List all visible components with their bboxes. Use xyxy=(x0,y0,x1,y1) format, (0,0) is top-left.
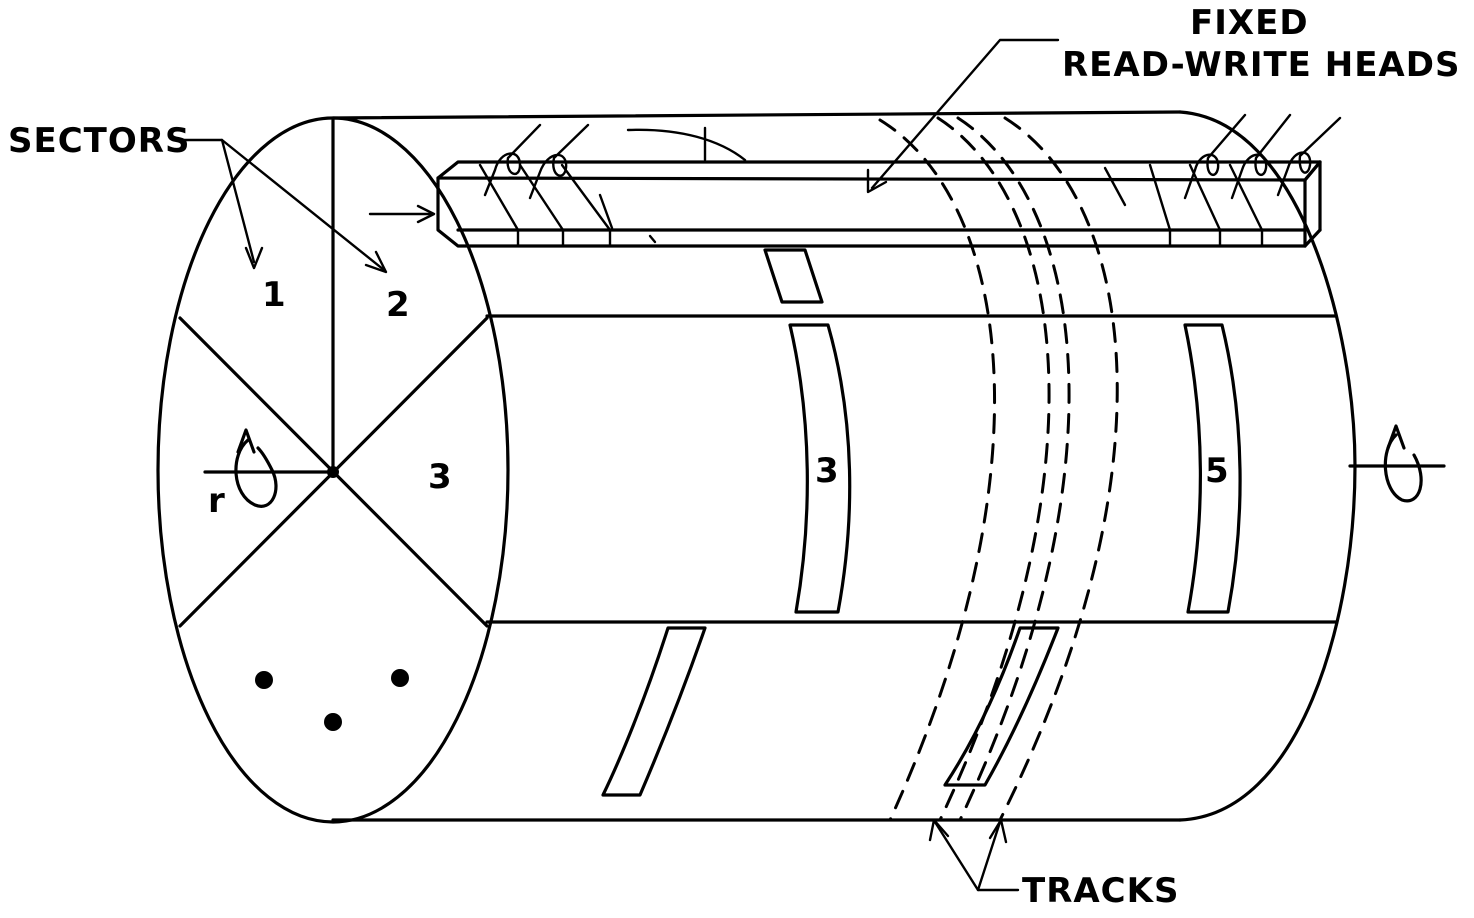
head-bar-end xyxy=(1303,160,1322,182)
surface-sector-blocks xyxy=(601,248,1242,797)
sector-block-3 xyxy=(788,323,852,614)
sectors-leader-2 xyxy=(220,138,386,272)
label-sectors: SECTORS xyxy=(8,121,190,161)
heads-leader xyxy=(870,38,1060,190)
sector-block-5 xyxy=(1183,323,1242,614)
label-read-write-heads: READ-WRITE HEADS xyxy=(1062,45,1460,85)
label-tracks: TRACKS xyxy=(1022,871,1179,911)
head-wire-5 xyxy=(1276,116,1342,197)
right-axle-group xyxy=(1348,424,1446,503)
head-seg-3 xyxy=(560,163,612,248)
left-rotation-arrow xyxy=(234,438,278,508)
right-rotation-arrowhead xyxy=(1386,424,1406,450)
track-arc-1 xyxy=(878,118,997,822)
tracks-arrowhead-1 xyxy=(928,818,950,842)
sectors-arrowhead-1 xyxy=(244,246,264,270)
left-rotation-arrowhead xyxy=(236,428,256,454)
face-sector-3: 3 xyxy=(428,457,452,497)
front-face-ellipse xyxy=(156,116,510,824)
head-seg-8 xyxy=(1228,163,1264,248)
sector-block-lower-right xyxy=(943,626,1060,787)
leader-lines xyxy=(176,38,1060,892)
drum-front-face xyxy=(156,116,510,824)
head-wire-4 xyxy=(1230,113,1292,200)
sector-block-top xyxy=(763,248,824,304)
label-r: r xyxy=(208,481,225,521)
head-bar-front xyxy=(436,176,1307,248)
head-seg-tick xyxy=(648,234,657,244)
head-seg-4 xyxy=(598,193,614,230)
head-bar-end-bottom xyxy=(1303,228,1322,248)
cylinder-top-edge xyxy=(331,110,1182,120)
tracks-arrowhead-2 xyxy=(988,818,1008,844)
tracks-leader-2 xyxy=(976,820,1002,892)
track-arc-2 xyxy=(936,116,1051,822)
surface-sector-5: 5 xyxy=(1205,451,1229,491)
tracks-leader-1 xyxy=(933,820,1020,892)
head-seg-1 xyxy=(478,163,520,248)
surface-sector-3: 3 xyxy=(815,451,839,491)
label-fixed: FIXED xyxy=(1190,3,1309,43)
head-seg-6 xyxy=(1148,163,1172,248)
track-arc-4 xyxy=(998,116,1119,822)
track-arc-3 xyxy=(956,116,1071,822)
ellipsis-dot-3 xyxy=(324,713,342,731)
read-write-head-bar xyxy=(436,113,1342,248)
head-seg-5 xyxy=(1103,166,1127,207)
head-wire-1 xyxy=(483,123,542,197)
head-seg-7 xyxy=(1188,163,1222,248)
face-sector-1: 1 xyxy=(262,275,286,315)
head-wire-3 xyxy=(1183,113,1247,200)
face-sector-2: 2 xyxy=(386,285,410,325)
sector-block-lower-left xyxy=(601,626,707,797)
sectors-arrowhead-2 xyxy=(364,250,388,274)
head-wire-2 xyxy=(528,123,590,200)
ellipsis-dot-2 xyxy=(391,669,409,687)
right-rotation-arrow xyxy=(1383,433,1423,503)
heads-arrowhead xyxy=(866,168,888,194)
top-arc xyxy=(626,128,747,162)
ellipsis-dot-1 xyxy=(255,671,273,689)
head-side-arrowhead xyxy=(416,204,436,224)
track-dashed-arcs xyxy=(878,116,1119,822)
